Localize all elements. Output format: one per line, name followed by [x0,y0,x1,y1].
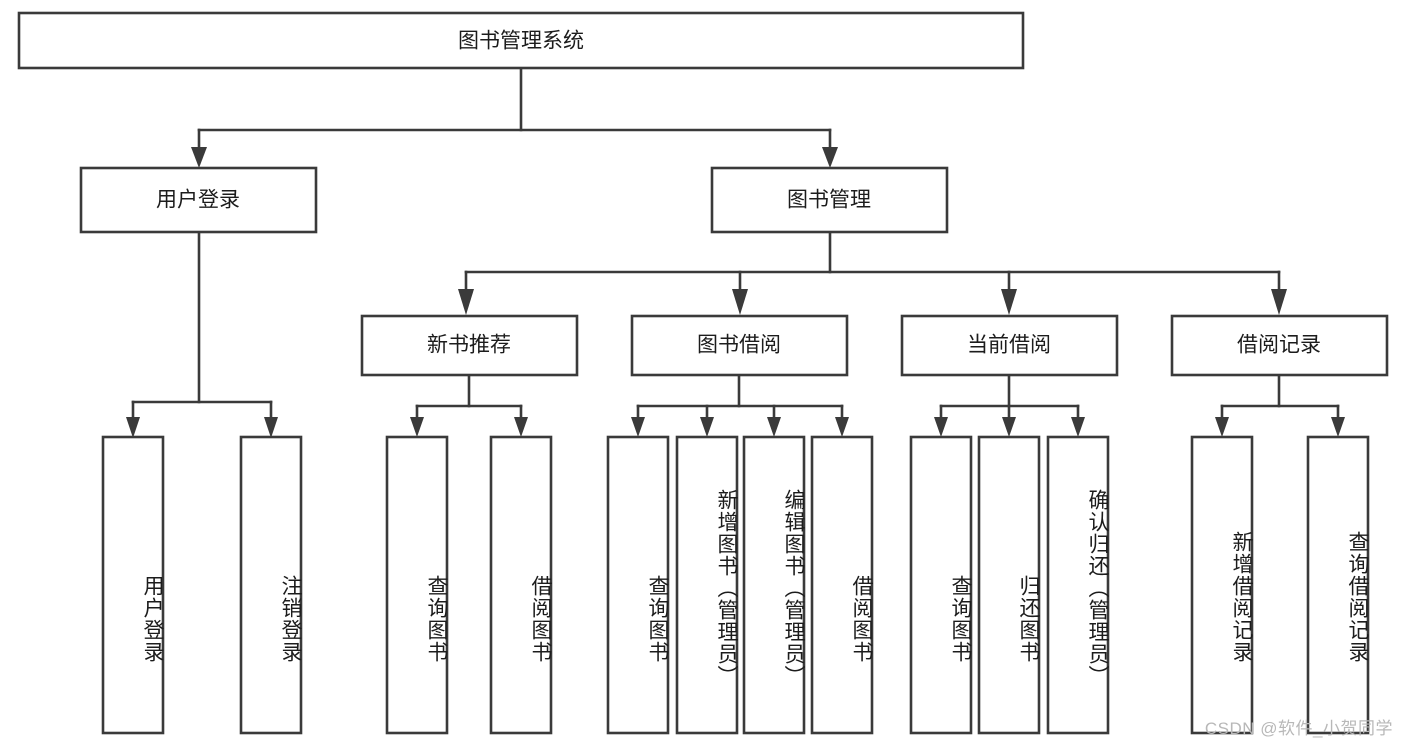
arrow-head-leaf-user-login [126,417,140,438]
leaf-user-login-box[interactable] [101,435,165,735]
arrow-head-leaf-add-record [1215,417,1229,437]
node-borrow-record-label: 借阅记录 [1237,334,1321,357]
node-new-book-recommend-box[interactable] [360,314,579,377]
node-borrow-record-box[interactable] [1170,314,1389,377]
node-new-book-recommend[interactable]: 新书推荐 [360,314,579,377]
arrow-head-borrow-record [1271,289,1287,315]
node-book-management-box[interactable] [710,166,949,234]
leaf-query-record-box[interactable] [1306,435,1370,735]
arrow-head-leaf-query-book-1 [410,417,424,437]
leaf-add-record-box[interactable] [1190,435,1254,735]
leaf-borrow-book-1-box[interactable] [489,435,553,735]
connector-group-new-book-recommend-to-leaves [410,373,528,437]
arrow-head-leaf-query-book-3 [934,417,948,437]
connector-group-book-borrow-to-leaves [631,373,849,437]
arrow-head-leaf-query-record [1331,417,1345,437]
node-user-login-box[interactable] [79,166,318,234]
connector-group-user-login-to-leaves [126,230,278,438]
arrow-head-leaf-return-book [1002,417,1016,437]
leaf-add-book-box[interactable] [675,435,739,735]
arrow-head-leaf-edit-book [767,417,781,437]
arrow-head-leaf-borrow-book-2 [835,417,849,437]
node-user-login-label: 用户登录 [156,189,240,212]
node-borrow-record[interactable]: 借阅记录 [1170,314,1389,377]
leaf-query-book-2-box[interactable] [606,435,670,735]
node-user-login[interactable]: 用户登录 [79,166,318,234]
leaf-query-book-3-box[interactable] [909,435,973,735]
arrow-head-leaf-user-logout [264,417,278,438]
node-book-borrow-label: 图书借阅 [697,334,781,357]
leaf-confirm-return-box[interactable] [1046,435,1110,735]
arrow-head-current-borrow [1001,289,1017,315]
node-book-management[interactable]: 图书管理 [710,166,949,234]
arrow-head-leaf-add-book [700,417,714,437]
node-root[interactable]: 图书管理系统 [17,11,1025,70]
node-root-box[interactable] [17,11,1025,70]
node-book-management-label: 图书管理 [787,189,871,212]
leaf-boxes [101,435,1370,735]
arrow-head-book-management [822,147,838,168]
connector-group-book-management-to-level3 [458,230,1287,315]
connector-group-current-borrow-to-leaves [934,373,1085,437]
arrow-head-user-login [191,147,207,168]
connector-group-root-to-level2 [191,66,838,168]
leaf-borrow-book-2-box[interactable] [810,435,874,735]
leaf-return-book-box[interactable] [977,435,1041,735]
connector-group-borrow-record-to-leaves [1215,373,1345,437]
arrow-head-book-borrow [732,289,748,315]
arrow-head-new-book-recommend [458,289,474,315]
node-current-borrow-box[interactable] [900,314,1119,377]
node-new-book-recommend-label: 新书推荐 [427,334,511,357]
arrow-head-leaf-confirm-return [1071,417,1085,437]
node-current-borrow[interactable]: 当前借阅 [900,314,1119,377]
node-current-borrow-label: 当前借阅 [967,334,1051,357]
node-root-label: 图书管理系统 [458,30,584,53]
arrow-head-leaf-query-book-2 [631,417,645,437]
node-book-borrow-box[interactable] [630,314,849,377]
leaf-user-logout-box[interactable] [239,435,303,735]
node-book-borrow[interactable]: 图书借阅 [630,314,849,377]
leaf-edit-book-box[interactable] [742,435,806,735]
leaf-query-book-1-box[interactable] [385,435,449,735]
arrow-head-leaf-borrow-book-1 [514,417,528,437]
watermark: CSDN @软件_小贺同学 [1204,719,1393,738]
